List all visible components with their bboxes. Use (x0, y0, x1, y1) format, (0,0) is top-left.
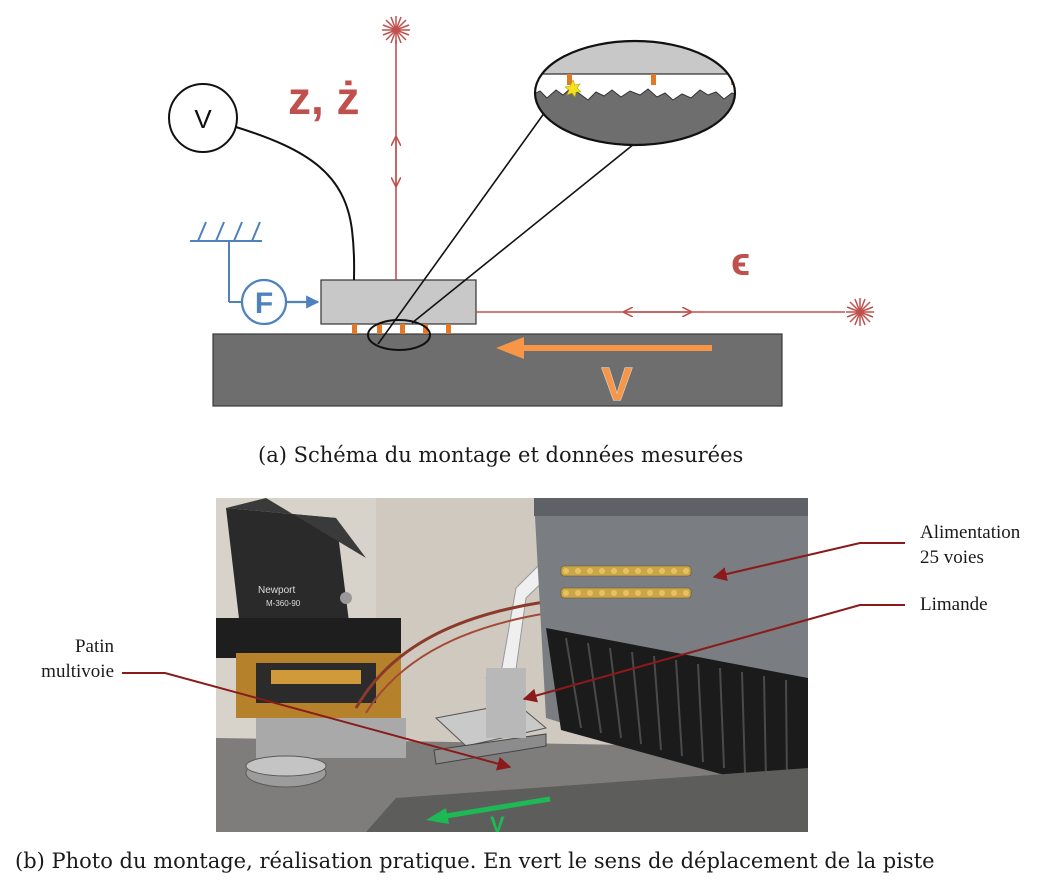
voltmeter-symbol: V (194, 104, 212, 134)
voltmeter-wire (235, 126, 356, 281)
photo-velocity-label: V (490, 812, 505, 832)
setup-photo: Newport M-360-90 (216, 498, 808, 832)
track (212, 333, 783, 407)
ground-symbol-icon (190, 221, 262, 303)
patin-label: Patin multivoie (22, 634, 114, 684)
alimentation-label: Alimentation 25 voies (920, 520, 1020, 570)
schema-diagram: V F z, ż ϵ V (168, 16, 874, 411)
zoom-line-right (411, 143, 635, 324)
spark-icon (564, 79, 582, 98)
model-text: M-360-90 (266, 599, 301, 608)
height-velocity-label: z, ż (288, 72, 360, 124)
limande-label: Limande (920, 594, 988, 615)
alimentation-line1: Alimentation (920, 522, 1021, 543)
velocity-label: V (602, 358, 633, 410)
strain-label: ϵ (731, 240, 750, 284)
patin-line1: Patin (74, 636, 114, 657)
brand-text: Newport (258, 585, 295, 596)
electrodes (352, 324, 451, 334)
velocity-arrowhead (496, 337, 524, 359)
starburst-icon (382, 16, 410, 44)
caption-b: (b) Photo du montage, réalisation pratiq… (15, 849, 935, 873)
voltmeter-icon (168, 83, 238, 153)
patin-line2: multivoie (41, 661, 114, 682)
contact-zone (367, 319, 431, 351)
alimentation-line2: 25 voies (920, 547, 984, 568)
photo-velocity-arrow (439, 796, 551, 820)
photo-velocity-arrowhead (426, 808, 449, 824)
force-symbol: F (255, 287, 273, 320)
zoom-inset (533, 39, 737, 147)
caption-a: (a) Schéma du montage et données mesurée… (258, 443, 744, 467)
pad (320, 279, 477, 325)
starburst-icon (846, 298, 874, 326)
zoom-line-left (377, 111, 546, 345)
